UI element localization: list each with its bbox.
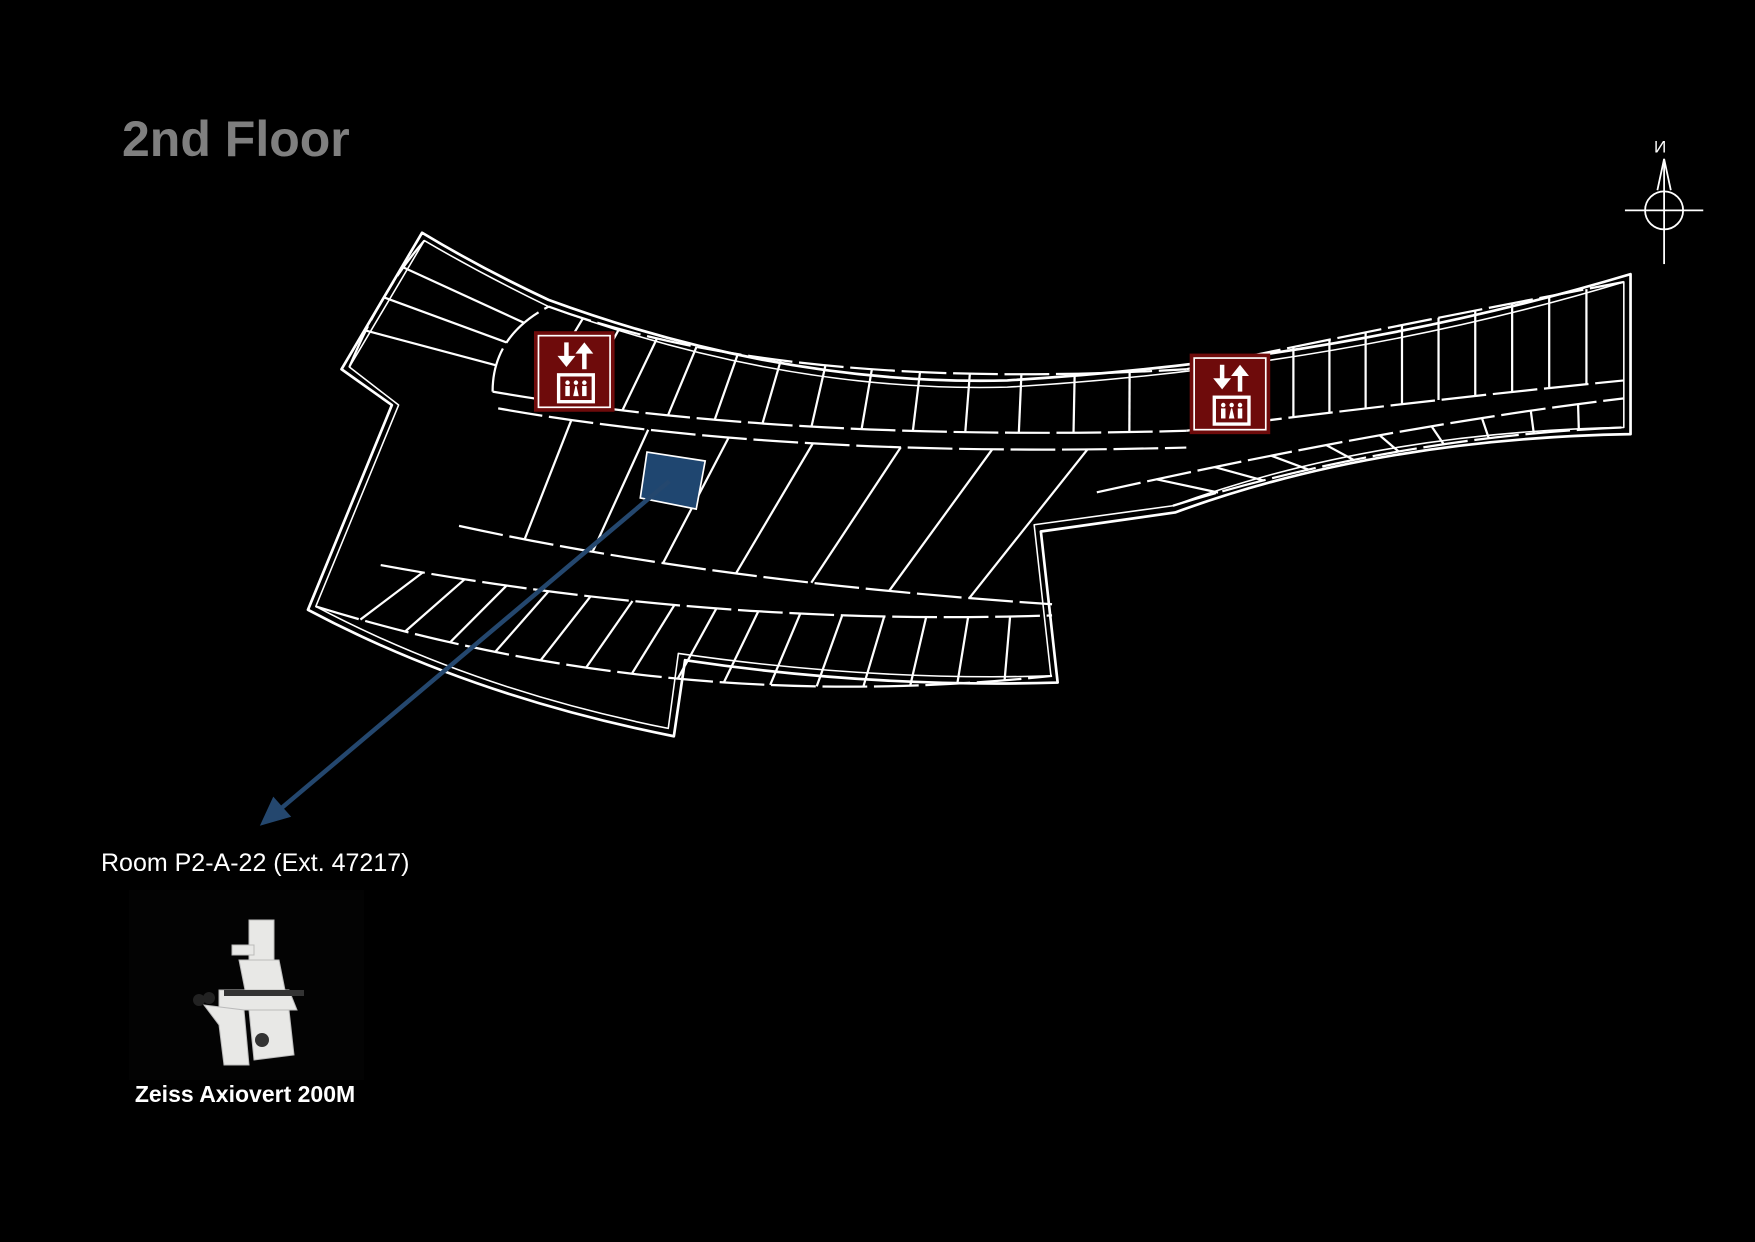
- room-wall: [769, 613, 802, 686]
- floor-title: 2nd Floor: [122, 111, 350, 167]
- building-outline: [306, 231, 1632, 738]
- room-wall: [621, 337, 658, 411]
- room-wall: [734, 442, 814, 575]
- room-wall: [676, 607, 718, 680]
- room-wall: [964, 373, 971, 433]
- room-wall: [713, 353, 739, 421]
- highlighted-room[interactable]: [639, 451, 707, 511]
- room-wall: [1156, 478, 1219, 494]
- microscope-icon: [193, 919, 304, 1066]
- interior-walls: [315, 239, 1625, 688]
- room-wall: [523, 419, 573, 540]
- north-label: N: [1654, 137, 1667, 156]
- room-wall: [1003, 616, 1012, 681]
- room-wall: [585, 600, 634, 669]
- room-wall: [722, 610, 760, 683]
- room-wall: [888, 448, 994, 592]
- room-wall: [404, 578, 466, 633]
- room-wall: [810, 365, 827, 427]
- room-wall: [810, 446, 902, 584]
- room-label: Room P2-A-22 (Ext. 47217): [101, 849, 410, 877]
- equipment-name: Zeiss Axiovert 200M: [134, 1081, 356, 1107]
- room-wall: [630, 604, 676, 675]
- corridor-wall: [1096, 397, 1624, 494]
- room-wall: [1017, 374, 1023, 433]
- microscope-image: [129, 890, 364, 1080]
- room-wall: [1378, 434, 1400, 453]
- room-wall: [956, 616, 970, 684]
- room-wall: [761, 359, 782, 424]
- room-wall: [666, 346, 698, 416]
- room-wall: [494, 590, 550, 653]
- room-wall: [1430, 425, 1445, 445]
- room-wall: [539, 595, 592, 662]
- room-wall: [1072, 373, 1076, 433]
- room-wall: [1529, 410, 1535, 434]
- corridor-wall: [1172, 426, 1624, 507]
- corridor-wall: [497, 407, 1187, 451]
- room-wall: [591, 429, 650, 553]
- room-wall: [383, 296, 507, 344]
- room-wall: [860, 369, 873, 430]
- elevator-icon[interactable]: [533, 331, 615, 412]
- location-arrow: [259, 479, 671, 826]
- compass: [1624, 158, 1704, 265]
- room-wall: [365, 329, 497, 367]
- room-wall: [815, 614, 844, 687]
- room-wall: [909, 616, 928, 686]
- room-wall: [1270, 454, 1309, 471]
- room-wall: [359, 571, 424, 621]
- room-wall: [968, 448, 1089, 599]
- corridor-wall: [491, 305, 550, 392]
- elevator-icon[interactable]: [1189, 353, 1271, 435]
- room-wall: [862, 616, 886, 687]
- room-wall: [1480, 417, 1490, 439]
- room-wall: [1325, 444, 1355, 461]
- room-wall: [911, 371, 922, 432]
- room-wall: [1214, 466, 1264, 482]
- room-wall: [402, 266, 525, 324]
- room-wall: [1576, 404, 1580, 430]
- room-wall: [449, 584, 508, 644]
